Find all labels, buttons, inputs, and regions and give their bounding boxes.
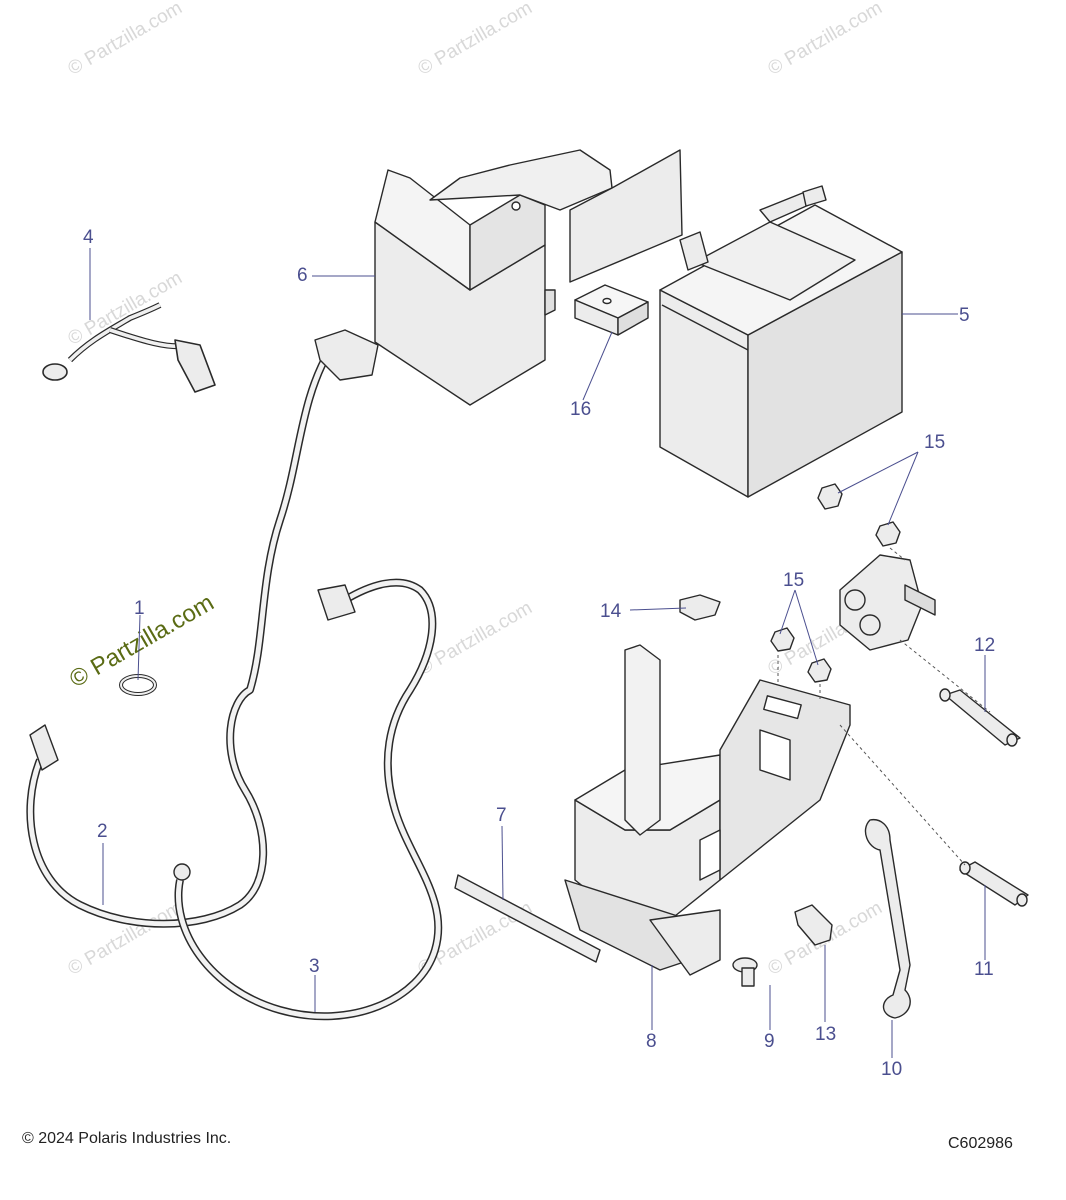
diagram-code: C602986 [948,1135,1013,1152]
strap-10-part[interactable] [864,818,911,1019]
callout-9[interactable]: 9 [764,1031,775,1052]
callout-14[interactable]: 14 [600,601,622,622]
clip-14-part[interactable] [679,594,721,621]
clip-13-part[interactable] [794,904,833,946]
cable-2-part[interactable] [26,329,379,928]
battery-tray-part[interactable] [564,644,851,976]
bolt-9-part[interactable] [732,957,758,987]
cable-3-part[interactable] [173,578,443,1021]
relay-part[interactable] [839,554,936,651]
positive-cable-part[interactable] [42,302,216,393]
callout-6[interactable]: 6 [297,265,308,286]
callout-4[interactable]: 4 [83,227,94,248]
callout-1[interactable]: 1 [134,598,145,619]
callout-3[interactable]: 3 [309,956,320,977]
leader-lines [89,248,986,1058]
callout-10[interactable]: 10 [881,1059,903,1080]
callout-15[interactable]: 15 [783,570,805,591]
callout-8[interactable]: 8 [646,1031,657,1052]
bracket-11-part[interactable] [959,861,1029,907]
callout-12[interactable]: 12 [974,635,996,656]
battery-part[interactable] [659,185,903,498]
callout-11[interactable]: 11 [974,959,994,980]
callout-16[interactable]: 16 [570,399,592,420]
nut-15-part[interactable] [770,483,901,683]
callout-7[interactable]: 7 [496,805,507,826]
callout-13[interactable]: 13 [815,1024,837,1045]
battery-pad-part[interactable] [574,284,649,336]
battery-cover-part[interactable] [374,149,683,406]
strip-7-part[interactable] [454,874,601,963]
callout-5[interactable]: 5 [959,305,970,326]
bracket-12-part[interactable] [939,688,1021,747]
guide-lines [777,547,991,866]
callout-15[interactable]: 15 [924,432,946,453]
callout-2[interactable]: 2 [97,821,108,842]
copyright-text: © 2024 Polaris Industries Inc. [22,1130,232,1147]
